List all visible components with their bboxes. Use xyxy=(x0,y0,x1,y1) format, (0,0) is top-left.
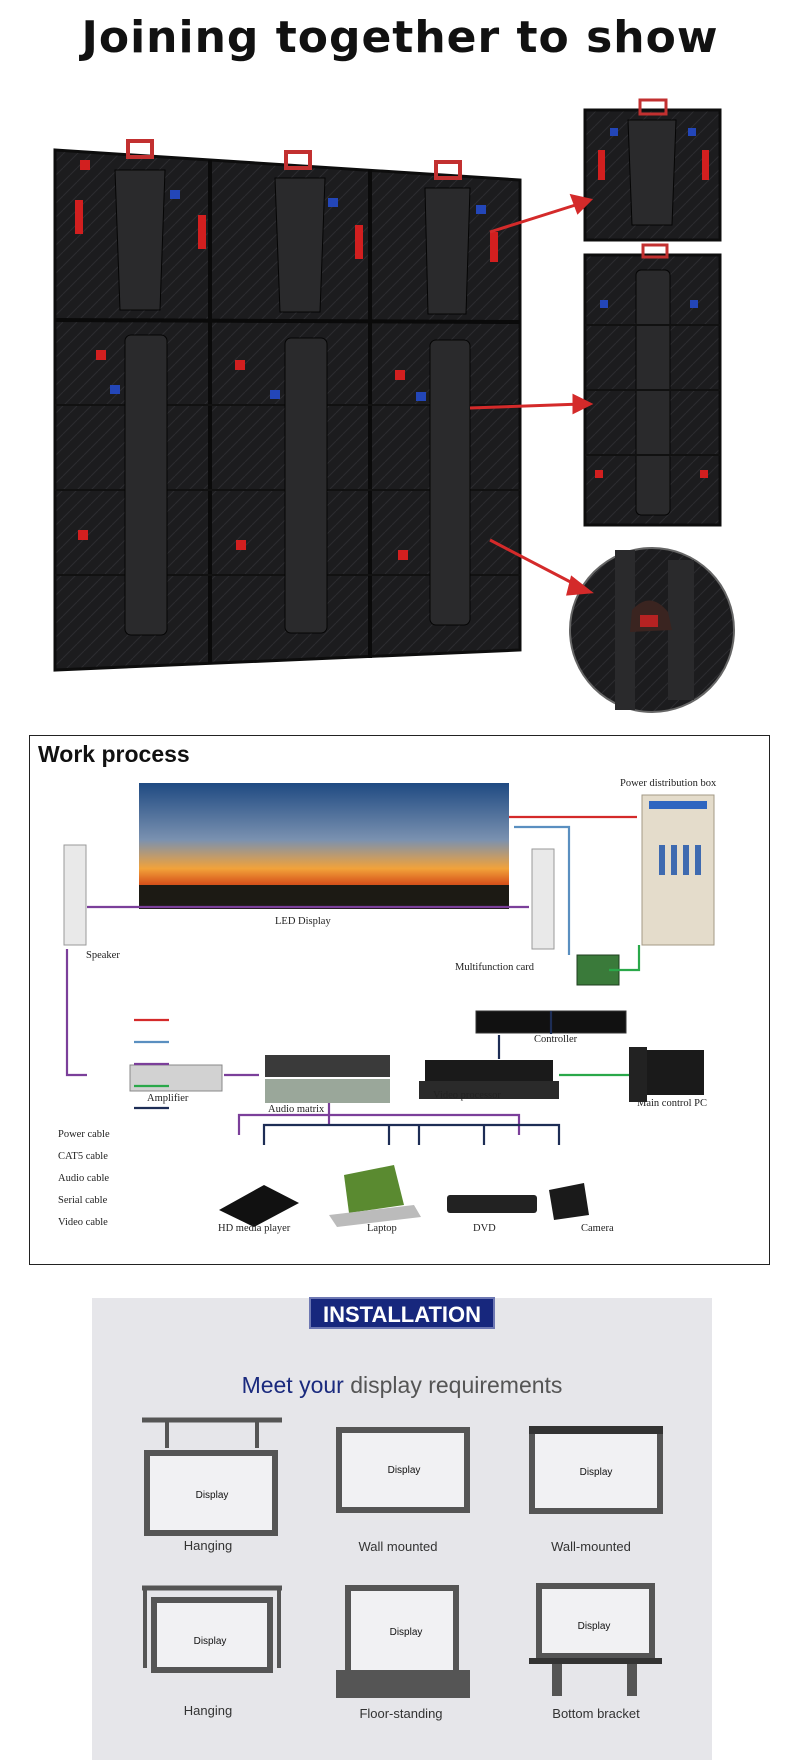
page-title: Joining together to show xyxy=(81,12,719,63)
legend-cat5: CAT5 cable xyxy=(58,1151,108,1162)
legend-power: Power cable xyxy=(58,1129,110,1140)
installation-diagrams xyxy=(142,1417,663,1698)
controller-label: Controller xyxy=(534,1034,578,1045)
foot-detail xyxy=(569,547,735,713)
display-text-6: Display xyxy=(577,1621,611,1632)
caption-wall-mounted-2: Wall-mounted xyxy=(551,1539,631,1554)
arrows xyxy=(469,193,594,596)
amplifier-label: Amplifier xyxy=(147,1093,189,1104)
legend-audio: Audio cable xyxy=(58,1173,110,1184)
caption-bottom-bracket: Bottom bracket xyxy=(552,1706,640,1721)
work-process-title: Work process xyxy=(38,741,190,767)
legend-serial: Serial cable xyxy=(58,1195,108,1206)
source-label-hd-player: HD media player xyxy=(218,1223,291,1234)
caption-wall-mounted: Wall mounted xyxy=(358,1539,438,1554)
caption-hanging-2: Hanging xyxy=(183,1703,233,1718)
small-cabinet xyxy=(583,98,722,242)
source-label-dvd: DVD xyxy=(473,1223,496,1234)
led-wall xyxy=(53,139,522,672)
display-text-2: Display xyxy=(387,1465,421,1476)
legend-video: Video cable xyxy=(58,1217,108,1228)
power-box-label: Power distribution box xyxy=(620,778,717,789)
subtitle-accent: Meet your xyxy=(241,1372,344,1398)
installation-subtitle: Meet your display requirements xyxy=(92,1372,712,1399)
work-process-diagram xyxy=(63,783,715,1227)
caption-floor-standing: Floor-standing xyxy=(359,1706,443,1721)
speaker-label: Speaker xyxy=(86,950,120,961)
subtitle-rest: display requirements xyxy=(343,1372,563,1398)
caption-hanging-1: Hanging xyxy=(183,1538,233,1553)
display-text-5: Display xyxy=(389,1627,423,1638)
led-display-label: LED Display xyxy=(275,916,331,927)
tall-cabinet xyxy=(583,243,722,527)
display-text-4: Display xyxy=(193,1636,227,1647)
multifunction-label: Multifunction card xyxy=(455,962,535,973)
source-label-camera: Camera xyxy=(581,1223,614,1234)
audio-matrix-label: Audio matrix xyxy=(268,1104,325,1115)
source-label-laptop: Laptop xyxy=(367,1223,397,1234)
installation-badge: INSTALLATION xyxy=(309,1297,495,1329)
display-text-1: Display xyxy=(195,1490,229,1501)
display-text-3: Display xyxy=(579,1467,613,1478)
video-processor-label: Video processor xyxy=(433,1090,501,1101)
cabinet-illustration xyxy=(53,98,735,713)
main-pc-label: Main control PC xyxy=(637,1098,707,1109)
